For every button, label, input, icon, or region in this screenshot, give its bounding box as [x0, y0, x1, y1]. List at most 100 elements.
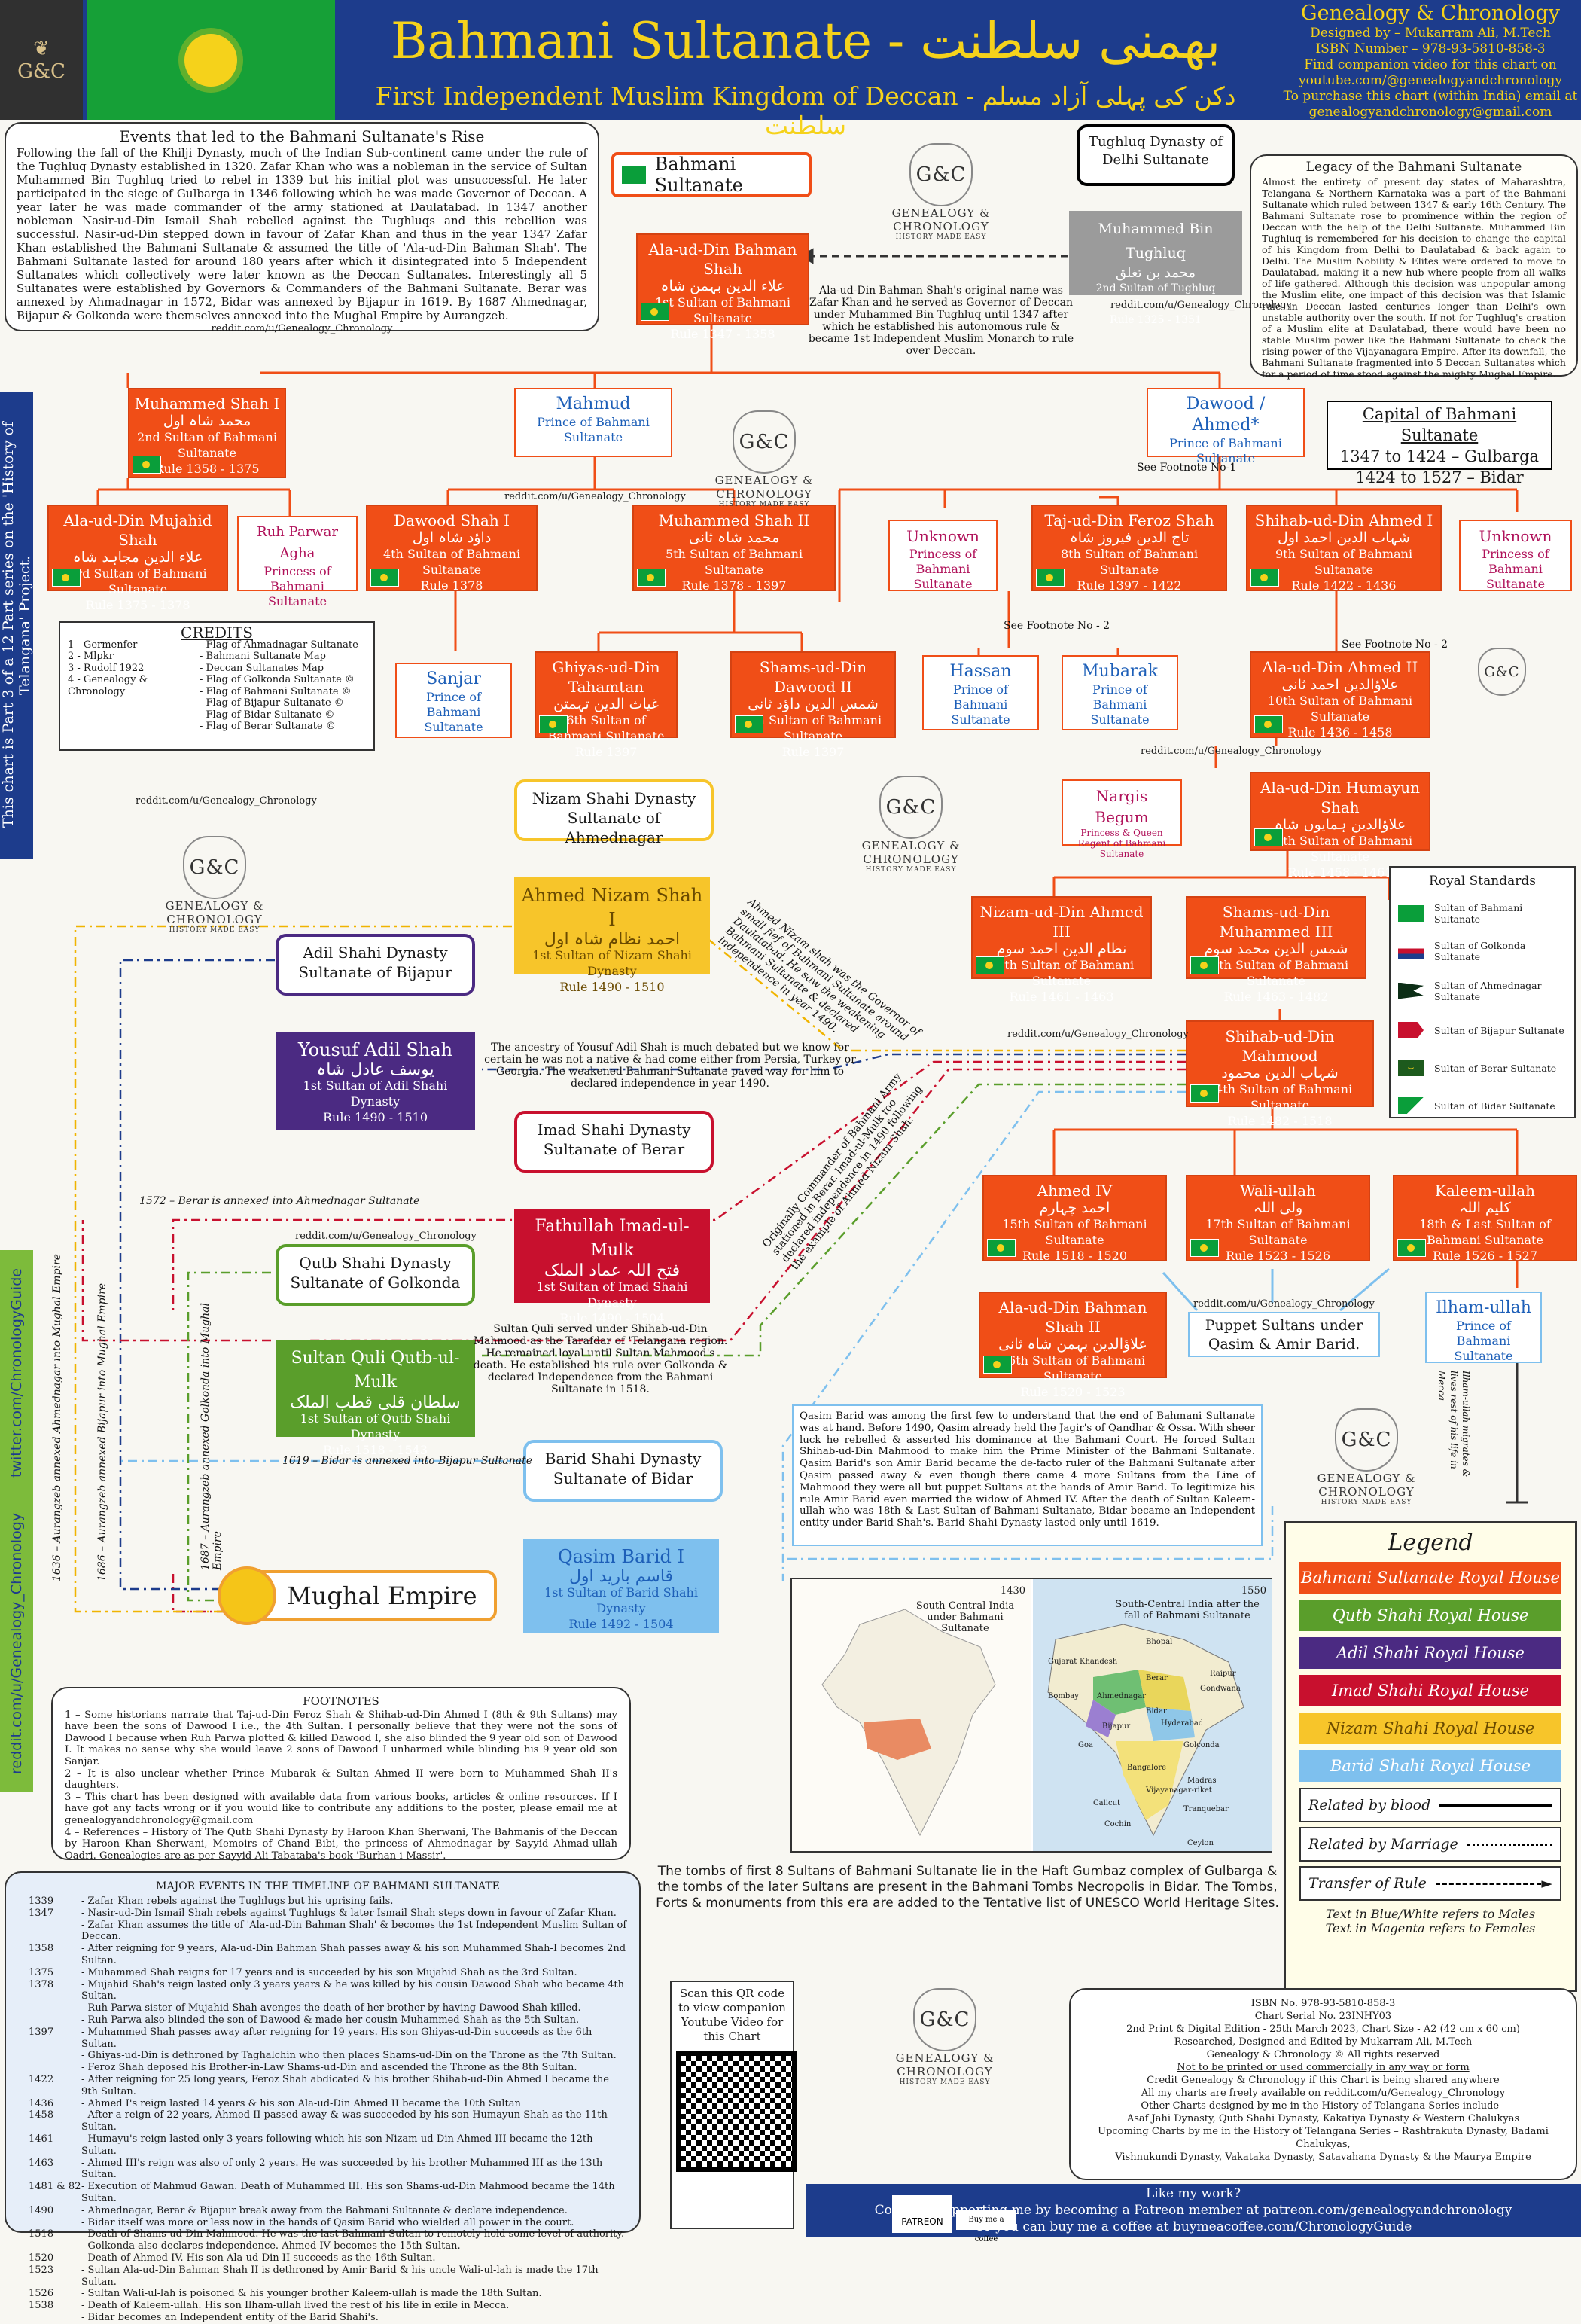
sultan-rule: Rule 1375 - 1378: [85, 598, 190, 612]
card-s15: Ahmed IV احمد چہارم 15th Sultan of Bahma…: [982, 1175, 1167, 1263]
standard-label: Sultan of Bahmani Sultanate: [1434, 902, 1523, 925]
bmc-logo[interactable]: Buy me a coffee: [956, 2210, 1016, 2243]
sultan-name: Muhammed Shah I: [134, 395, 280, 413]
reddit-label[interactable]: reddit.com/u/Genealogy_Chronology: [136, 795, 317, 807]
card-s6: Ghiyas-ud-Din Tahamtan غیاث الدین تہمتن …: [535, 651, 678, 759]
isbn-line: Researched, Designed and Edited by Mukar…: [1174, 2036, 1473, 2048]
timeline-event: - Mujahid Shah's reign lasted only 3 yea…: [81, 1978, 624, 2002]
sultan-arabic: قاسم بارید اول: [568, 1567, 674, 1586]
bahmani-flag-icon: [983, 1356, 1012, 1374]
sultan-rule: Rule 1378 - 1397: [681, 578, 787, 593]
sultan-arabic: کلیم اللہ: [1459, 1200, 1511, 1216]
events-text: Following the fall of the Khilji Dynasty…: [17, 146, 587, 322]
gc-name: GENEALOGY & CHRONOLOGY: [891, 206, 991, 233]
qr-text: Scan this QR code to view companion Yout…: [678, 1987, 786, 2043]
timeline-box: MAJOR EVENTS IN THE TIMELINE OF BAHMANI …: [5, 1871, 641, 2323]
note-ilham: Ilham-ullah migrates & lives rest of his…: [1436, 1371, 1471, 1478]
map-1550-shape: [1047, 1624, 1244, 1837]
bahmani-flag-icon: [1190, 956, 1219, 974]
flag-bidar-icon: [1398, 1097, 1424, 1114]
dyn-sultanate: Sultanate of Ahmednagar: [565, 809, 663, 846]
reddit-label[interactable]: reddit.com/u/Genealogy_Chronology: [295, 1231, 477, 1242]
sultan-name: Ala-ud-Din Bahman Shah: [648, 240, 797, 278]
email-link[interactable]: genealogyandchronology@gmail.com: [1308, 105, 1552, 120]
card-tughluq: Muhammed Bin Tughluq محمد بن تغلق 2nd Su…: [1069, 211, 1242, 326]
timeline-row: 1458- After a reign of 22 years, Ahmed I…: [29, 2109, 627, 2133]
sultan-arabic: محمد شاہ اول: [163, 413, 251, 429]
credits-title: CREDITS: [181, 624, 253, 642]
note-berar: 1572 – Berar is annexed into Ahmednagar …: [139, 1195, 420, 1207]
timeline-year: 1481 & 82: [29, 2181, 81, 2193]
bmc-link[interactable]: Or you can buy me a coffee at buymeacoff…: [974, 2219, 1412, 2234]
connector-lines: [74, 248, 1528, 1613]
timeline-event: - Muhammed Shah passes away after reigni…: [81, 2026, 592, 2050]
card-s4: Dawood Shah I داؤد شاہ اول 4th Sultan of…: [366, 505, 538, 593]
timeline-year: 1375: [29, 1966, 54, 1978]
patreon-logo[interactable]: PATREON: [892, 2195, 952, 2233]
timeline-row: - Ghiyas-ud-Din is dethroned by Taghalch…: [29, 2050, 627, 2062]
timeline-row: 1463- Ahmed III's reign was also of only…: [29, 2158, 627, 2182]
sultan-rule: Rule 1518 - 1520: [1022, 1249, 1128, 1263]
region-label: Bhopal: [1146, 1638, 1173, 1646]
sultan-arabic: داؤد شاہ اول: [412, 529, 492, 546]
sultan-name: Ghiyas-ud-Din Tahamtan: [552, 658, 660, 696]
note-tughluq: Ala-ud-Din Bahman Shah's original name w…: [808, 285, 1074, 357]
princess-sub: Princess & Queen Regent of Bahmani Sulta…: [1077, 828, 1166, 859]
timeline-year: [29, 1920, 81, 1944]
gc-tag: HISTORY MADE EASY: [865, 866, 957, 874]
sultan-name: Kaleem-ullah: [1434, 1182, 1536, 1200]
region-label: Madras: [1187, 1777, 1217, 1785]
sultan-rule: Rule 1436 - 1458: [1287, 725, 1393, 740]
sultan-name: Ala-ud-Din Humayun Shah: [1260, 779, 1420, 816]
card-s5: Muhammed Shah II محمد شاہ ثانی 5th Sulta…: [632, 505, 836, 593]
credit-item: - Deccan Sultanates Map: [200, 662, 324, 674]
sultan-title: 16th Sultan of Bahmani Sultanate: [1000, 1353, 1146, 1383]
sultan-title: 1st Sultan of Bahmani Sultanate: [654, 295, 791, 325]
timeline-row: 1436- Ahmed I's reign lasted 14 years & …: [29, 2098, 627, 2110]
bahmani-flag-icon: [735, 715, 763, 733]
isbn-line: All my charts are freely available on re…: [1141, 2088, 1506, 2099]
timeline-year: 1458: [29, 2109, 54, 2121]
timeline-row: 1490- Ahmednagar, Berar & Bijapur break …: [29, 2205, 627, 2217]
reddit-label[interactable]: reddit.com/u/Genealogy_Chronology: [1193, 1298, 1375, 1310]
reddit-label[interactable]: reddit.com/u/Genealogy_Chronology: [1007, 1029, 1189, 1040]
sultan-arabic: احمد چہارم: [1039, 1200, 1110, 1216]
card-s7: Shams-ud-Din Dawood II شمس الدین داؤد ثا…: [730, 651, 896, 759]
qr-code-icon[interactable]: [676, 2051, 797, 2172]
reddit-label[interactable]: reddit.com/u/Genealogy_Chronology: [1110, 300, 1292, 311]
sultan-name: Fathullah Imad-ul-Mulk: [535, 1217, 690, 1260]
timeline-row: - Bidar itself was more or less now in t…: [29, 2217, 627, 2229]
legend-transfer: Transfer of Rule►: [1299, 1866, 1561, 1901]
bahmani-flag-icon: [1254, 828, 1283, 846]
legend-line-label: Related by Marriage: [1308, 1836, 1458, 1853]
gc-badge-icon: G&C: [1335, 1408, 1398, 1472]
timeline-event: - Humayu's reign lasted only 3 years fol…: [81, 2133, 593, 2157]
youtube-link[interactable]: youtube.com/@genealogyandchronology: [1299, 73, 1562, 88]
reddit-label[interactable]: reddit.com/u/Genealogy_Chronology: [504, 491, 686, 502]
patreon-link[interactable]: Consider supporting me by becoming a Pat…: [874, 2203, 1512, 2218]
isbn-line: Asaf Jahi Dynasty, Qutb Shahi Dynasty, K…: [1126, 2113, 1520, 2124]
sultan-name: Shams-ud-Din Dawood II: [759, 658, 867, 696]
dyn-name: Imad Shahi Dynasty: [537, 1121, 691, 1139]
sultan-rule: Rule 1520 - 1523: [1020, 1385, 1126, 1399]
legend-line-label: Transfer of Rule: [1308, 1875, 1427, 1892]
gc-logo: ❦ G&C: [0, 0, 83, 120]
sultan-rule: Rule 1482 - 1518: [1227, 1114, 1333, 1128]
sultan-arabic: احمد نظام شاہ اول: [544, 930, 681, 949]
dotted-line-icon: [1467, 1843, 1552, 1846]
timeline-event: - Ruh Parwa sister of Mujahid Shah aveng…: [81, 2002, 581, 2014]
page-title: Bahmani Sultanate - بهمنی سلطنت: [390, 12, 1221, 70]
timeline-row: - Ruh Parwa also blinded the son of Dawo…: [29, 2014, 627, 2027]
footer-line-1: Like my work?: [1146, 2186, 1241, 2201]
reddit-label[interactable]: reddit.com/u/Genealogy_Chronology: [1141, 746, 1322, 757]
region-label: Berar: [1146, 1674, 1168, 1682]
timeline-year: 1397: [29, 2026, 54, 2038]
events-reddit[interactable]: reddit.com/u/Genealogy_Chronology: [211, 323, 393, 334]
ref-footnote-1: See Footnote No-1: [1137, 462, 1237, 474]
tughluq-name: Muhammed Bin Tughluq: [1098, 221, 1214, 261]
footnote-4: 4 – References – History of The Qutb Sha…: [65, 1826, 617, 1862]
